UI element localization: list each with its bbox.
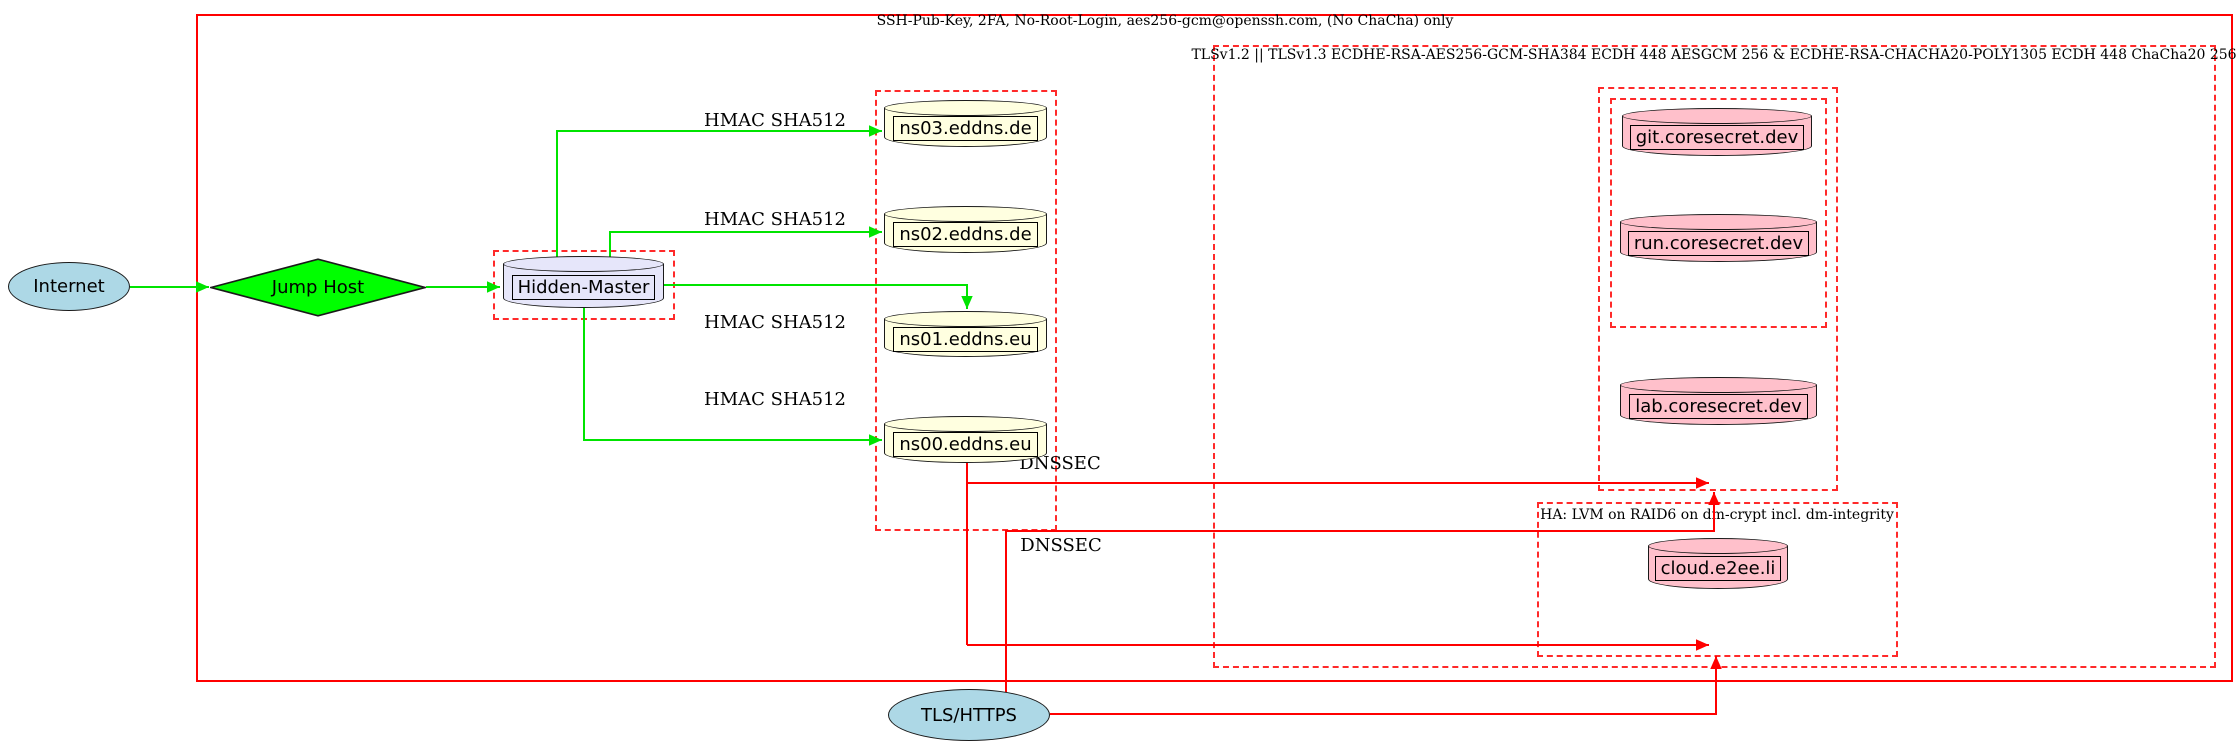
node-cloud: cloud.e2ee.li xyxy=(1648,538,1788,589)
node-tls-https-label: TLS/HTTPS xyxy=(920,704,1017,726)
node-internet-label: Internet xyxy=(33,276,105,297)
node-ns00: ns00.eddns.eu xyxy=(884,416,1047,463)
cylinder-cap xyxy=(503,256,664,272)
node-hidden-master-label: Hidden-Master xyxy=(511,274,656,300)
node-cloud-label: cloud.e2ee.li xyxy=(1654,556,1782,581)
cylinder-cap xyxy=(1620,377,1817,393)
node-jump-host-label: Jump Host xyxy=(271,277,365,298)
node-ns00-label: ns00.eddns.eu xyxy=(893,432,1038,457)
cluster-coresecret-outer-box xyxy=(1598,87,1838,491)
node-internet: Internet xyxy=(8,262,130,311)
edge-tlshttps-coresecret xyxy=(1005,492,1720,692)
edge-label-dnssec-2: DNSSEC xyxy=(1020,535,1102,556)
node-lab: lab.coresecret.dev xyxy=(1620,377,1817,425)
node-tls-https: TLS/HTTPS xyxy=(888,689,1050,741)
node-ns01-label: ns01.eddns.eu xyxy=(893,326,1038,352)
cluster-ssh-box xyxy=(196,14,2233,682)
edge-hiddenmaster-ns00 xyxy=(583,308,882,446)
node-git-label: git.coresecret.dev xyxy=(1629,124,1805,150)
node-run-label: run.coresecret.dev xyxy=(1627,230,1810,256)
edge-label-dnssec-1: DNSSEC xyxy=(1019,453,1101,474)
edge-label-hmac-ns01: HMAC SHA512 xyxy=(703,312,847,333)
node-run: run.coresecret.dev xyxy=(1620,214,1817,262)
edge-tlshttps-ha xyxy=(1050,656,1722,715)
cylinder-cap xyxy=(1622,108,1812,124)
cylinder-cap xyxy=(884,100,1047,116)
edge-hiddenmaster-ns01 xyxy=(664,284,973,309)
cylinder-cap xyxy=(884,416,1047,432)
cluster-ssh-label: SSH-Pub-Key, 2FA, No-Root-Login, aes256-… xyxy=(876,13,1454,29)
cluster-coresecret-inner-box xyxy=(1610,98,1827,328)
edge-hiddenmaster-ns03 xyxy=(556,125,882,259)
cluster-ha-label: HA: LVM on RAID6 on dm-crypt incl. dm-in… xyxy=(1540,507,1894,523)
edge-label-hmac-ns03: HMAC SHA512 xyxy=(703,110,847,131)
node-jump-host: Jump Host xyxy=(207,258,429,317)
edge-hiddenmaster-ns02 xyxy=(609,226,882,259)
node-ns02: ns02.eddns.de xyxy=(884,206,1047,253)
cylinder-cap xyxy=(1620,214,1817,230)
node-git: git.coresecret.dev xyxy=(1622,108,1812,156)
edge-label-hmac-ns02: HMAC SHA512 xyxy=(703,209,847,230)
diamond-shape xyxy=(207,258,429,317)
node-ns03-label: ns03.eddns.de xyxy=(893,116,1038,141)
cylinder-cap xyxy=(1648,538,1788,554)
node-lab-label: lab.coresecret.dev xyxy=(1629,393,1808,419)
edge-label-hmac-ns00: HMAC SHA512 xyxy=(703,389,847,410)
node-ns01: ns01.eddns.eu xyxy=(884,311,1047,357)
node-hidden-master: Hidden-Master xyxy=(503,256,664,308)
node-ns03: ns03.eddns.de xyxy=(884,100,1047,147)
cylinder-cap xyxy=(884,206,1047,222)
node-ns02-label: ns02.eddns.de xyxy=(893,222,1038,247)
cluster-tls-label: TLSv1.2 || TLSv1.3 ECDHE-RSA-AES256-GCM-… xyxy=(1191,47,2237,63)
